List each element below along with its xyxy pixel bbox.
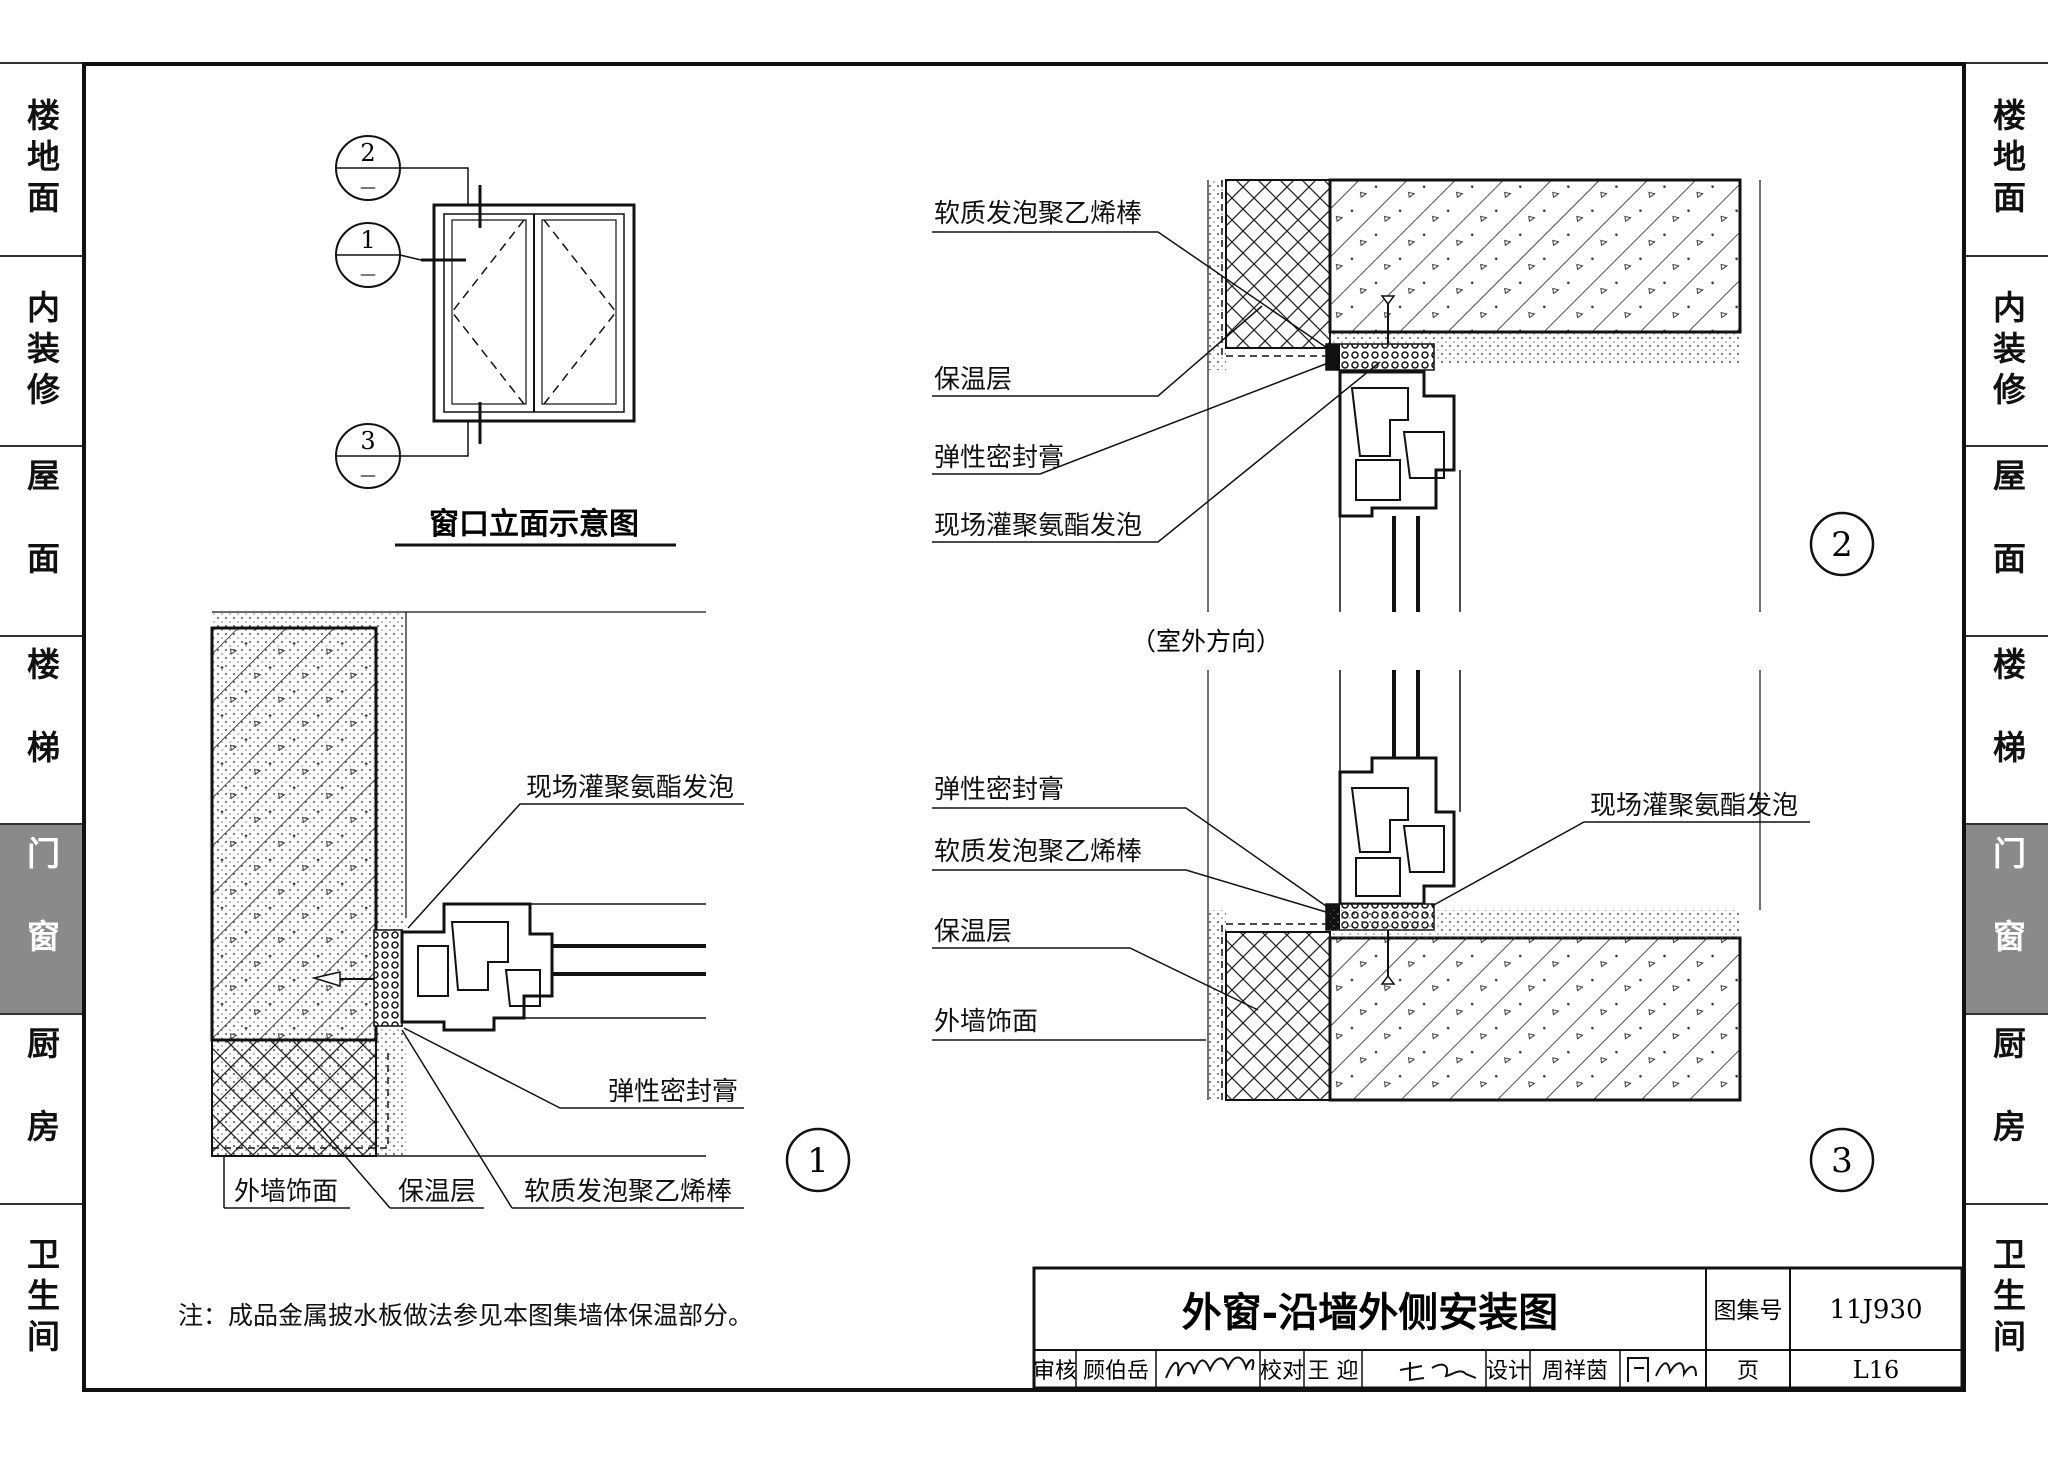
tab-floor[interactable]: 楼地面 [1966,62,2048,255]
designer-name: 周祥茵 [1542,1359,1608,1384]
tab-label: 厨房 [1987,1026,2027,1192]
d3-finish-label: 外墙饰面 [934,1007,1038,1037]
detail-1-labels: 现场灌聚氨酯发泡 弹性密封膏 外墙饰面 保温层 软质发泡聚乙烯棒 [223,773,744,1209]
d2-marker-num: 2 [1831,525,1853,565]
tab-label: 楼地面 [1987,98,2027,221]
detail-2-labels: 软质发泡聚乙烯棒 保温层 弹性密封膏 现场灌聚氨酯发泡 [932,199,1381,543]
callout-3: 3 — [335,420,469,489]
tab-bathroom[interactable]: 卫生间 [1966,1203,2048,1392]
outdoor-direction-label: （室外方向） [1131,627,1281,656]
d1-insulation-label: 保温层 [398,1177,476,1207]
detail-1-section [210,611,706,1157]
detail-3-section [1207,670,1761,1102]
page-label: 页 [1737,1359,1759,1384]
designer-signature [1627,1357,1697,1382]
reviewer-signature [1165,1356,1255,1379]
callout-2-num: 2 [360,139,375,167]
callout-2-sub: — [360,177,376,196]
tab-label: 门窗 [1987,836,2027,1002]
detail-2-section [1207,178,1761,612]
tab-label: 卫生间 [21,1237,61,1360]
elevation-title: 窗口立面示意图 [429,507,639,542]
tab-doors-windows[interactable]: 门窗 [0,823,82,1013]
window-elevation [421,185,636,444]
page-number: L16 [1853,1356,1899,1384]
drawing-frame [82,62,1966,1392]
review-label: 审核 [1033,1359,1077,1384]
reviewer-name: 顾伯岳 [1083,1359,1149,1384]
detail-2-marker: 2 [1809,511,1875,577]
atlas-label: 图集号 [1714,1298,1783,1324]
checker-signature [1399,1362,1477,1382]
title-block: 外窗-沿墙外侧安装图 图集号 11J930 审核 顾伯岳 校对 王 迎 设计 周… [1032,1266,1964,1390]
atlas-number: 11J930 [1829,1295,1922,1325]
detail-1-marker: 1 [785,1127,851,1193]
d2-pe-rod-label: 软质发泡聚乙烯棒 [934,199,1142,229]
tab-label: 厨房 [21,1026,61,1192]
d2-foam-label: 现场灌聚氨酯发泡 [934,511,1142,541]
callout-1-sub: — [360,264,376,283]
tab-stairs[interactable]: 楼梯 [0,635,82,823]
drawing-title: 外窗-沿墙外侧安装图 [1182,1289,1559,1336]
d3-pe-rod-label: 软质发泡聚乙烯棒 [934,837,1142,867]
tab-interior[interactable]: 内装修 [0,255,82,445]
footnote: 注：成品金属披水板做法参见本图集墙体保温部分。 [178,1301,754,1330]
callout-1: 1 — [335,222,422,288]
tab-label: 屋面 [21,458,61,624]
tab-label: 屋面 [1987,458,2027,624]
d1-pe-rod-label: 软质发泡聚乙烯棒 [524,1177,732,1207]
d3-foam-label: 现场灌聚氨酯发泡 [1590,791,1798,821]
tab-label: 门窗 [21,836,61,1002]
d3-marker-num: 3 [1831,1141,1853,1181]
d2-sealant-label: 弹性密封膏 [934,443,1064,473]
tab-kitchen[interactable]: 厨房 [0,1013,82,1203]
d1-marker-num: 1 [807,1141,829,1181]
tab-bathroom[interactable]: 卫生间 [0,1203,82,1392]
callout-1-num: 1 [360,226,375,254]
design-label: 设计 [1486,1359,1530,1384]
tab-label: 楼地面 [21,98,61,221]
callout-3-num: 3 [360,427,375,455]
d3-insulation-label: 保温层 [934,917,1012,947]
d1-sealant-label: 弹性密封膏 [608,1077,738,1107]
tab-floor[interactable]: 楼地面 [0,62,82,255]
callout-3-sub: — [360,465,376,484]
d2-insulation-label: 保温层 [934,365,1012,395]
check-label: 校对 [1260,1359,1304,1384]
checker-name: 王 迎 [1308,1359,1359,1384]
tab-label: 楼梯 [21,647,61,813]
tab-label: 内装修 [1987,289,2027,413]
detail-3-labels: 弹性密封膏 软质发泡聚乙烯棒 保温层 外墙饰面 现场灌聚氨酯发泡 [932,775,1810,1041]
d3-sealant-label: 弹性密封膏 [934,775,1064,805]
detail-3-marker: 3 [1809,1127,1875,1193]
tab-interior[interactable]: 内装修 [1966,255,2048,445]
tab-kitchen[interactable]: 厨房 [1966,1013,2048,1203]
tab-doors-windows[interactable]: 门窗 [1966,823,2048,1013]
tab-roof[interactable]: 屋面 [0,445,82,635]
tab-label: 卫生间 [1987,1237,2027,1360]
tab-roof[interactable]: 屋面 [1966,445,2048,635]
callout-2: 2 — [335,135,469,205]
d1-foam-label: 现场灌聚氨酯发泡 [526,773,734,803]
tab-stairs[interactable]: 楼梯 [1966,635,2048,823]
d1-finish-label: 外墙饰面 [234,1177,338,1207]
tab-label: 内装修 [21,289,61,413]
tab-label: 楼梯 [1987,647,2027,813]
